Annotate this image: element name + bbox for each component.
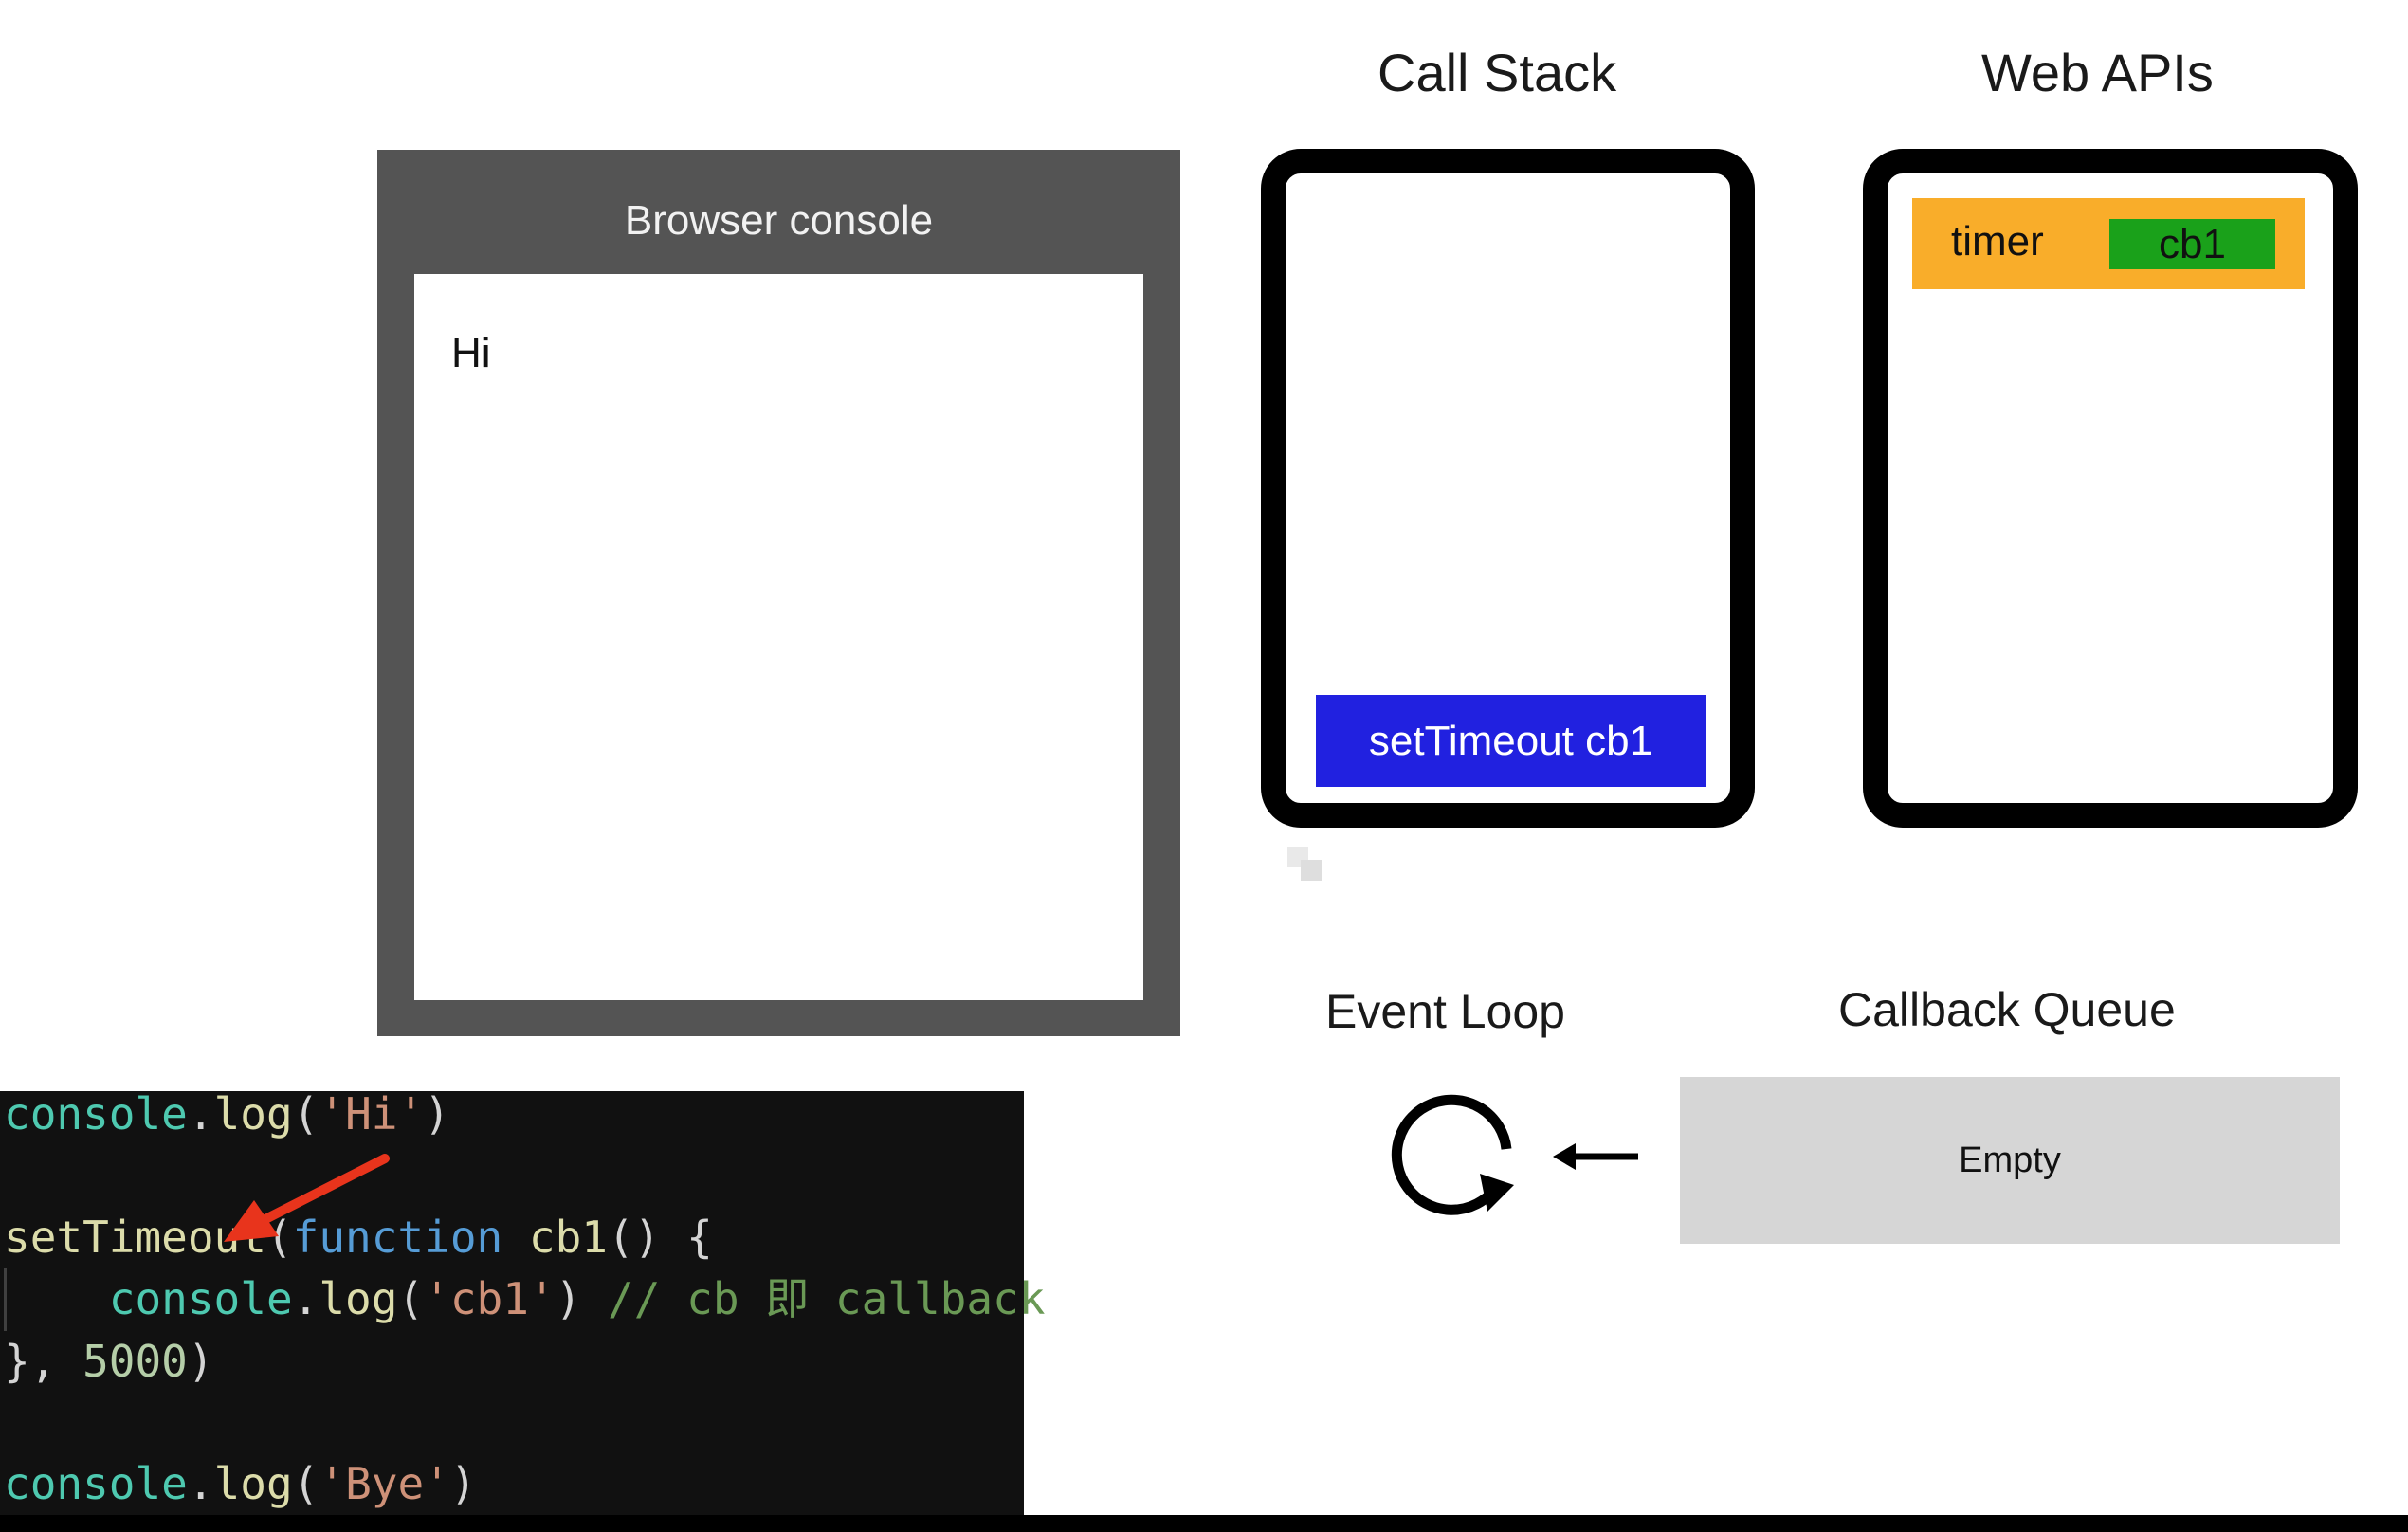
- code-line-1: console.log('Hi'): [4, 1088, 450, 1140]
- circular-arrow-icon: [1391, 1094, 1514, 1215]
- bottom-bar: [0, 1515, 2408, 1532]
- code-line-2: setTimeout(function cb1() {: [4, 1212, 713, 1263]
- callback-queue-title: Callback Queue: [1838, 983, 2176, 1036]
- call-stack-frame: setTimeout cb1: [1316, 695, 1706, 787]
- code-line-4: }, 5000): [4, 1336, 214, 1387]
- web-apis-title: Web APIs: [1981, 43, 2214, 102]
- red-pointer-arrow-icon: [224, 1154, 390, 1242]
- timer-callback-badge: cb1: [2109, 219, 2275, 269]
- arrow-left-icon: [1553, 1143, 1638, 1170]
- code-line-3: console.log('cb1') // cb 即 callback: [108, 1273, 1046, 1324]
- code-line-5: console.log('Bye'): [4, 1458, 477, 1509]
- browser-console-output: [414, 274, 1143, 1000]
- call-stack-title: Call Stack: [1377, 43, 1617, 102]
- event-loop-title: Event Loop: [1325, 985, 1565, 1038]
- callback-queue-box: Empty: [1680, 1077, 2340, 1244]
- browser-console-title: Browser console: [624, 197, 934, 244]
- timer-label: timer: [1951, 218, 2044, 264]
- callback-queue-status: Empty: [1959, 1140, 2061, 1180]
- code-editor: [0, 1091, 1024, 1532]
- console-output-line: Hi: [451, 330, 491, 376]
- indent-guide: [4, 1268, 7, 1331]
- ghost-square-icon: [1287, 847, 1322, 881]
